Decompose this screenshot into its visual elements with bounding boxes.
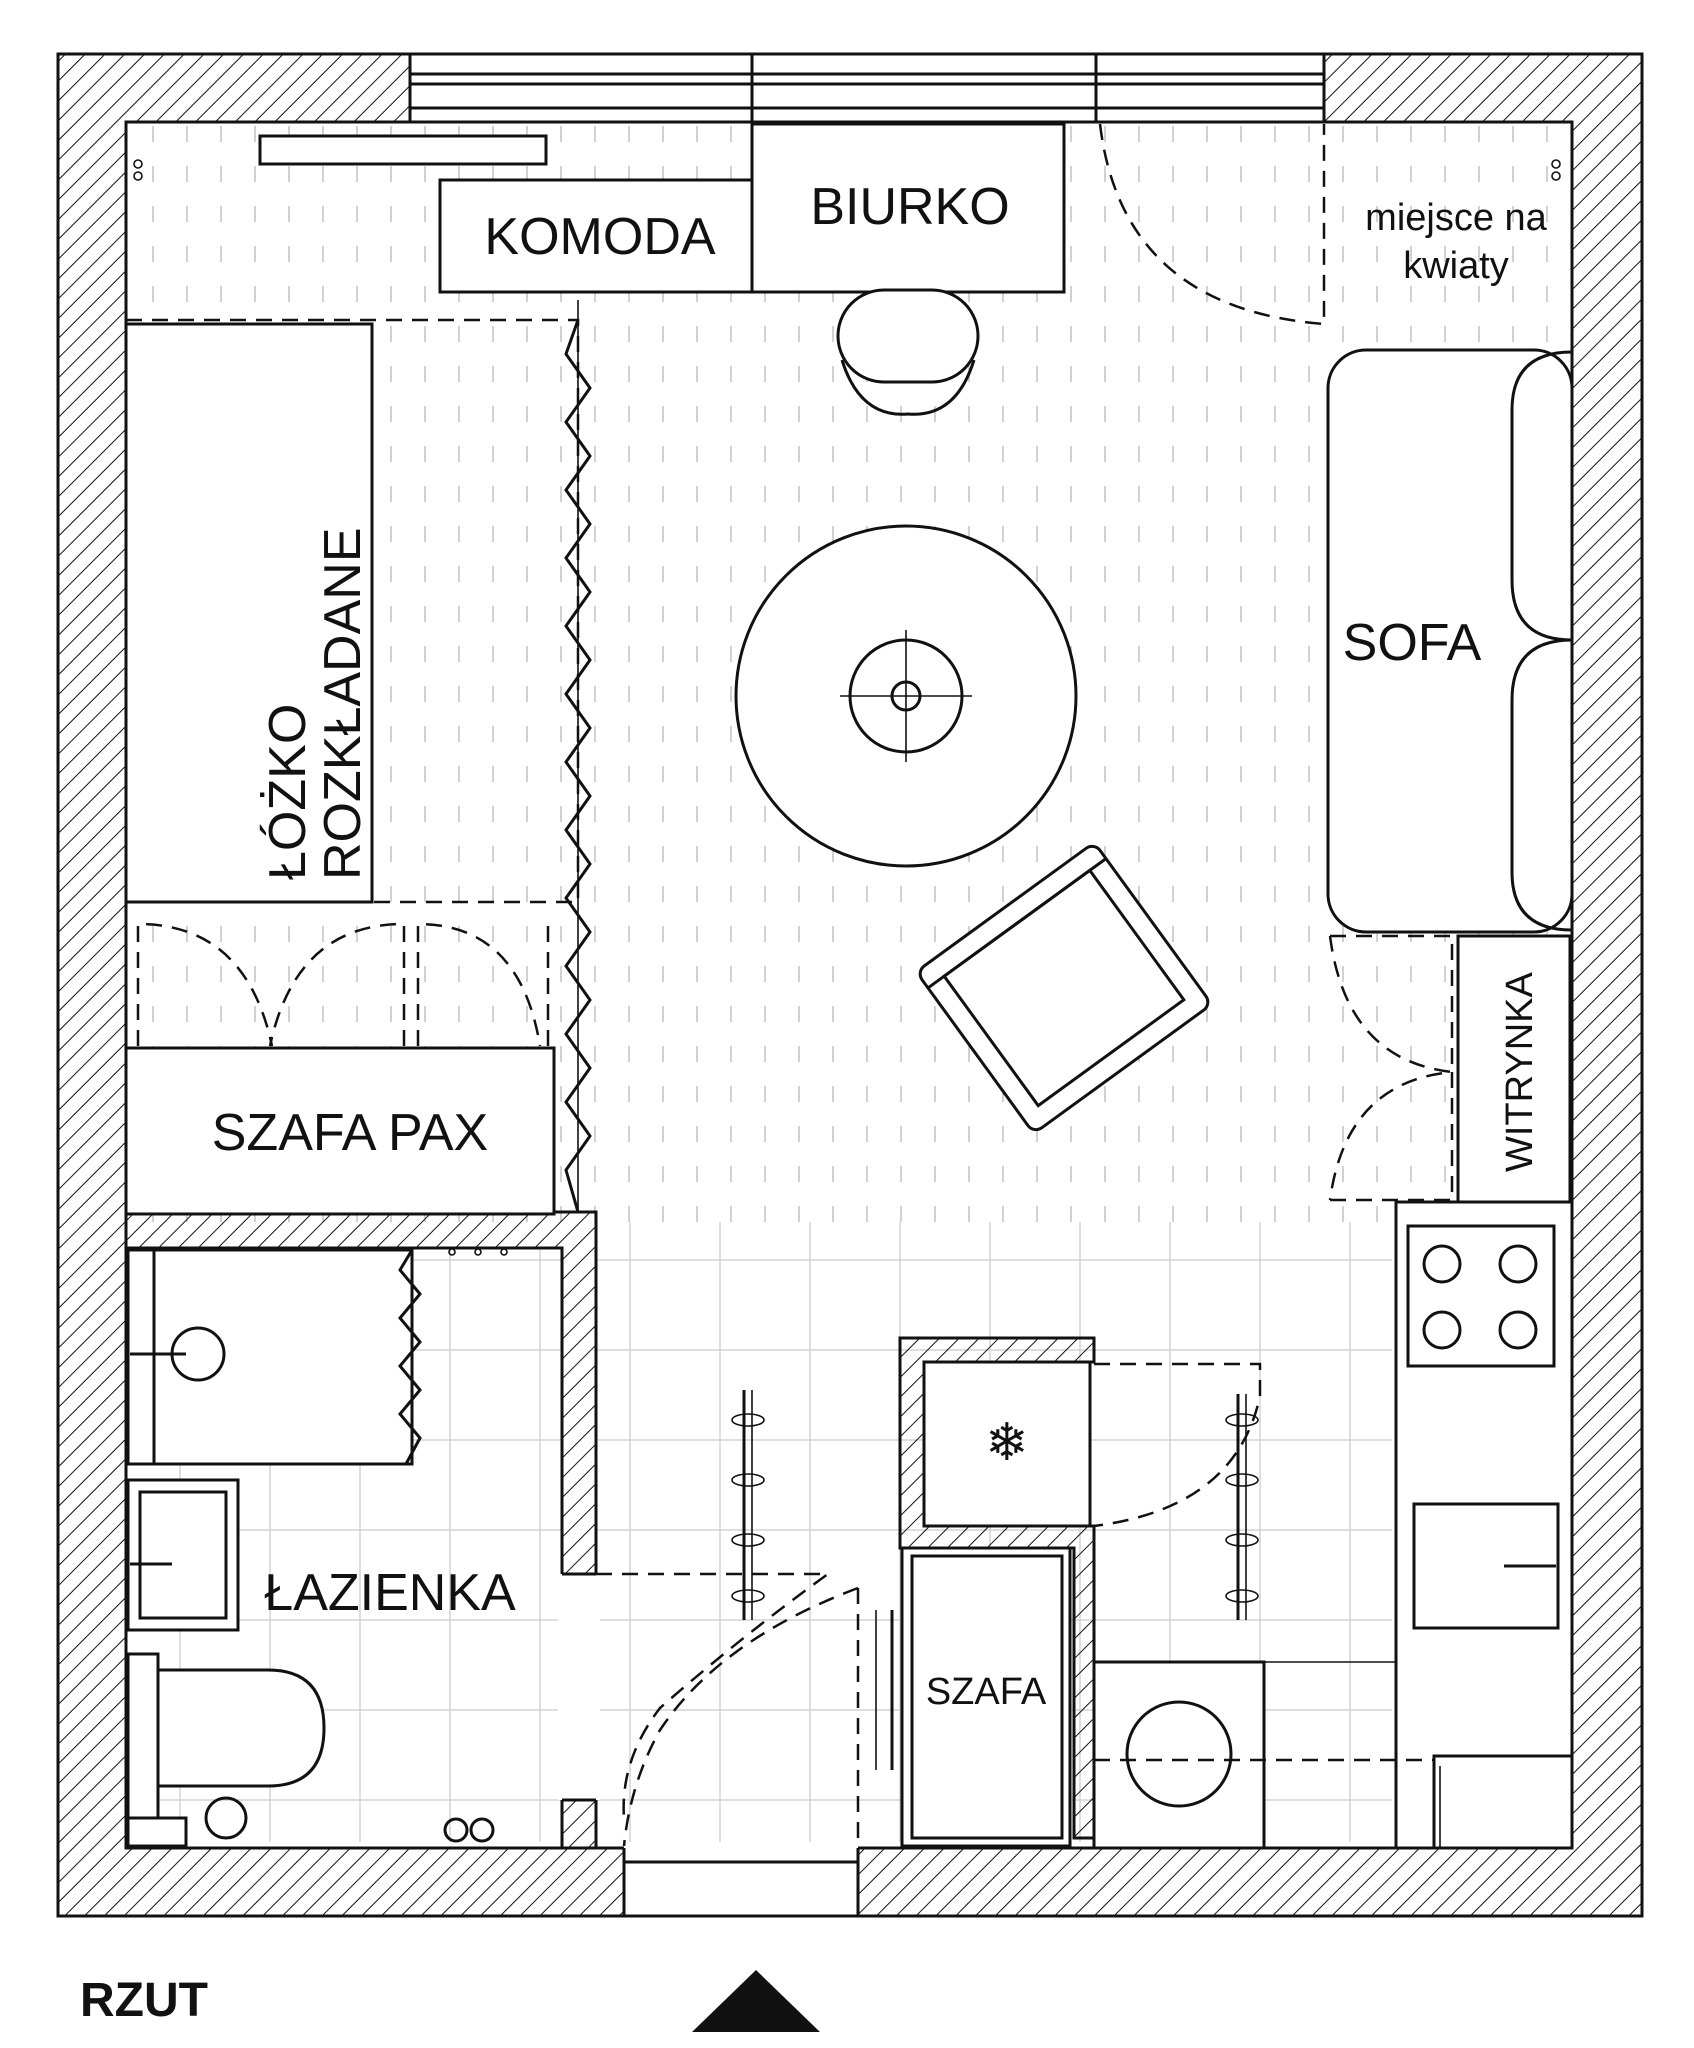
- radiator: [258, 134, 548, 166]
- burner: [1422, 1244, 1462, 1284]
- burner: [1498, 1310, 1538, 1350]
- desk-chair-back: [840, 359, 976, 416]
- toilet-tank: [126, 1652, 160, 1836]
- pipe-outlet: [443, 1817, 469, 1843]
- radiator-valve: [1551, 171, 1561, 181]
- witrynka-door-swing: [1328, 934, 1454, 1074]
- shower: [126, 1248, 414, 1466]
- witrynka-label: WITRYNKA: [1499, 971, 1541, 1172]
- bathroom-door-gap: [558, 1574, 600, 1800]
- shower-curtain: [398, 1249, 422, 1465]
- radiator-valve: [133, 159, 143, 169]
- komoda-label: KOMODA: [484, 208, 715, 266]
- biurko-label: BIURKO: [810, 178, 1009, 236]
- plan-title: RZUT: [80, 1974, 208, 2027]
- washbasin-inner: [138, 1490, 228, 1620]
- triangle-up-icon: [692, 1970, 820, 2032]
- folding-bed: [124, 322, 374, 904]
- washing-machine: [1092, 1660, 1266, 1850]
- washing-drum: [1125, 1700, 1233, 1808]
- radiator-valve: [1551, 159, 1561, 169]
- pipe-outlet: [469, 1817, 495, 1843]
- shower-tray: [126, 1248, 156, 1466]
- burner: [1422, 1310, 1462, 1350]
- hanger: [1225, 1413, 1259, 1427]
- desk-chair-seat: [836, 288, 980, 384]
- entrance-opening: [624, 1846, 858, 1918]
- floor-drain: [204, 1796, 248, 1840]
- balcony-door-swing: [1098, 123, 1326, 326]
- burner: [1498, 1244, 1538, 1284]
- bed-label-line2: ROZKŁADANE: [314, 527, 372, 880]
- curtain-ring: [448, 1248, 456, 1256]
- pax-door-swing: [136, 922, 274, 1047]
- washbasin: [126, 1478, 240, 1632]
- toilet-flush: [126, 1816, 188, 1848]
- witrynka: [1456, 934, 1572, 1204]
- hanger: [731, 1589, 765, 1603]
- flowers-label-line2: kwiaty: [1403, 245, 1509, 287]
- pax-door-swing: [268, 922, 406, 1047]
- armchair-back: [927, 857, 1107, 990]
- hanger: [731, 1413, 765, 1427]
- sofa-backrest: [1510, 350, 1573, 642]
- fridge: [922, 1360, 1092, 1528]
- szafa-label: SZAFA: [926, 1671, 1047, 1713]
- komoda: [438, 178, 756, 294]
- sofa-label: SOFA: [1343, 614, 1482, 672]
- bathroom-wall: [124, 1210, 598, 1850]
- fridge-door-swing: [1093, 1362, 1262, 1528]
- curtain: [564, 319, 592, 1213]
- szafa-pax-label: SZAFA PAX: [212, 1104, 488, 1162]
- entrance-door-swing: [622, 1586, 860, 1848]
- flowers-label-line1: miejsce na: [1365, 197, 1547, 239]
- szafa: [900, 1546, 1072, 1848]
- toilet-bowl: [156, 1668, 326, 1788]
- pax-door-swing: [416, 922, 542, 1047]
- hanger: [1225, 1533, 1259, 1547]
- curtain-ring: [474, 1248, 482, 1256]
- bathroom-door-swing: [596, 1572, 832, 1819]
- curtain-ring: [500, 1248, 508, 1256]
- window-opening: [410, 52, 1324, 124]
- sofa-backrest: [1510, 638, 1573, 932]
- lazienka-label: ŁAZIENKA: [264, 1564, 516, 1622]
- szafa-inner: [910, 1554, 1064, 1840]
- hanger: [1225, 1473, 1259, 1487]
- kitchen-cabinet: [1432, 1754, 1574, 1850]
- hanger: [731, 1533, 765, 1547]
- bed-label-line1: ŁÓŻKO: [259, 704, 317, 880]
- hanger: [1225, 1589, 1259, 1603]
- szafa-pax: [124, 1046, 556, 1216]
- hanger: [731, 1473, 765, 1487]
- snowflake-icon: ❄: [985, 1413, 1029, 1473]
- biurko: [750, 122, 1066, 294]
- armchair: [918, 844, 1210, 1132]
- radiator-valve: [133, 171, 143, 181]
